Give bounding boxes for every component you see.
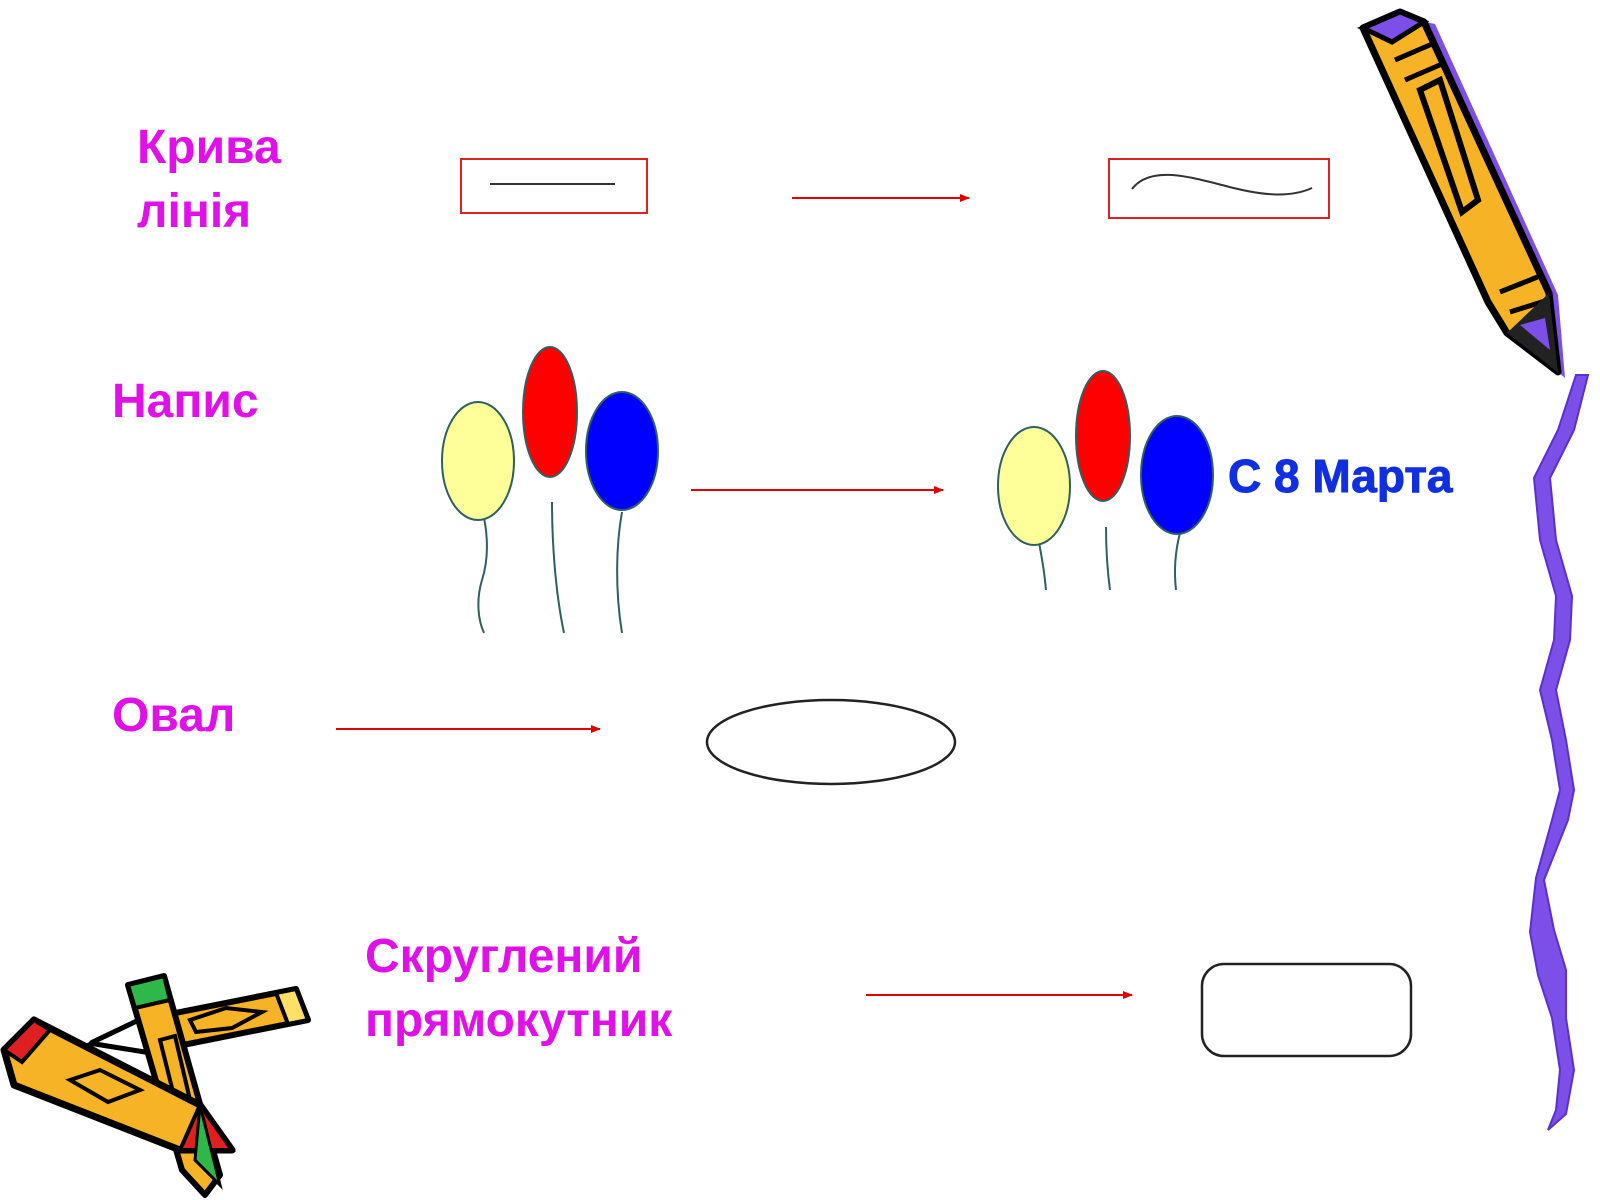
- rounded-rect-label-line1: Скруглений: [365, 930, 643, 983]
- straight-line-box: [460, 158, 648, 214]
- pencil-clipart-icon: [1356, 8, 1565, 378]
- balloons-with-caption: С 8 Марта: [997, 370, 1453, 591]
- greeting-caption: С 8 Марта: [1228, 450, 1453, 502]
- caption-label: Напис: [112, 375, 259, 428]
- crossed-pencils-clipart-icon: [0, 973, 311, 1198]
- oval-label: Овал: [112, 689, 236, 742]
- rounded-rect-label-line2: прямокутник: [365, 994, 673, 1047]
- oval-shape: [705, 698, 957, 786]
- purple-wavy-border: [1528, 374, 1590, 1131]
- rounded-rect-label: Скруглений прямокутник: [365, 925, 672, 1053]
- curve-label: Крива лінія: [137, 116, 281, 244]
- rounded-rect-shape: [1200, 962, 1413, 1058]
- balloons-original: [441, 346, 659, 634]
- curve-label-line2: лінія: [137, 185, 252, 238]
- curved-line-box: [1108, 158, 1330, 219]
- curve-label-line1: Крива: [137, 121, 281, 174]
